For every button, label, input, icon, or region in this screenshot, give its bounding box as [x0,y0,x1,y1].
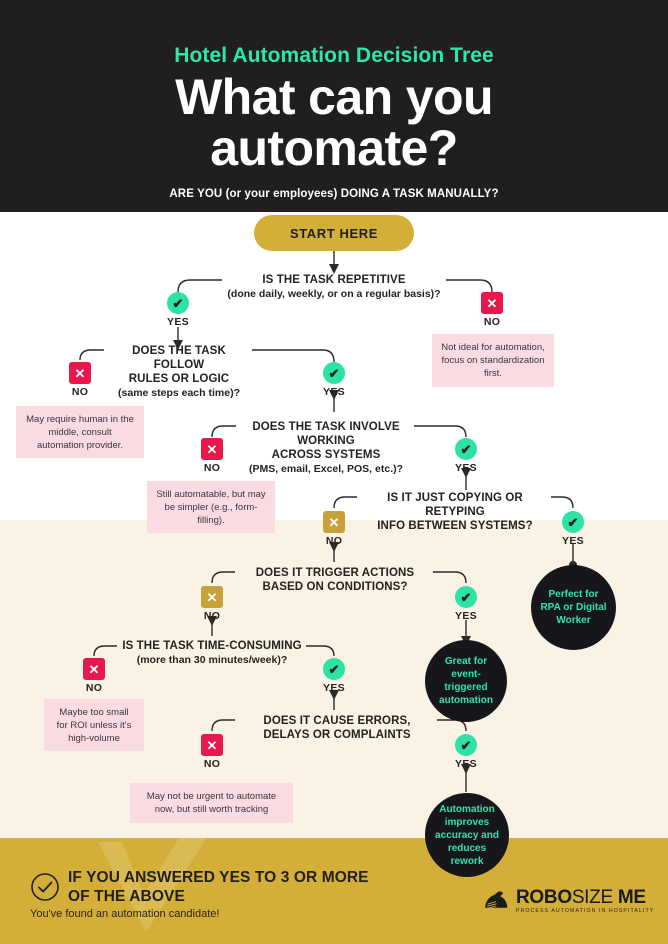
yes-badge-q6: ✔ [323,658,345,680]
page-eyebrow: Hotel Automation Decision Tree [174,44,494,67]
yes-label-q1: YES [167,316,189,328]
no-badge-q4: ✕ [323,511,345,533]
no-badge-q6: ✕ [83,658,105,680]
question-3-main-line-1: DOES THE TASK INVOLVE WORKING [252,421,400,447]
logo-size: SIZE [571,887,613,908]
question-6-sub: (more than 30 minutes/week)? [136,654,288,666]
yes-label-q2: YES [323,386,345,398]
note-human-in-middle: May require human in the middle, consult… [16,406,144,458]
question-6-main: IS THE TASK TIME-CONSUMING [122,640,302,652]
question-4-main-line-1: IS IT JUST COPYING OR RETYPING [387,492,523,518]
headline-line-1: What can you [175,69,493,125]
no-label-q3: NO [203,462,221,474]
headline-line-2: automate? [210,120,458,176]
yes-badge-q7: ✔ [455,734,477,756]
question-7-main-line-2: DELAYS OR COMPLAINTS [263,729,411,741]
logo-tagline: PROCESS AUTOMATION IN HOSPITALITY [516,908,655,914]
logo-wordmark: ROBOSIZE ME [516,888,654,907]
no-label-q7: NO [203,758,221,770]
logo-text-block: ROBOSIZE ME PROCESS AUTOMATION IN HOSPIT… [516,888,654,914]
footer-title: IF YOU ANSWERED YES TO 3 OR MORE OF THE … [68,868,428,906]
note-not-urgent: May not be urgent to automate now, but s… [130,783,293,823]
header-band [0,0,668,212]
footer-check-circle-icon [31,873,59,901]
question-7: DOES IT CAUSE ERRORS, DELAYS OR COMPLAIN… [236,714,438,742]
yes-badge-q1: ✔ [167,292,189,314]
footer-title-line-1: IF YOU ANSWERED YES TO 3 OR MORE [68,869,369,886]
note-still-automatable: Still automatable, but may be simpler (e… [147,481,275,533]
yes-badge-q2: ✔ [323,362,345,384]
logo-robo: ROBO [516,887,572,908]
question-5-main-line-1: DOES IT TRIGGER ACTIONS [255,567,415,579]
yes-label-q6: YES [323,682,345,694]
yes-label-q3: YES [455,462,477,474]
question-3: DOES THE TASK INVOLVE WORKING ACROSS SYS… [237,420,415,476]
question-5: DOES IT TRIGGER ACTIONS BASED ON CONDITI… [236,566,434,594]
no-label-q4: NO [325,535,343,547]
question-4-main-line-2: INFO BETWEEN SYSTEMS? [377,520,533,532]
yes-badge-q3: ✔ [455,438,477,460]
yes-label-q4: YES [562,535,584,547]
question-2-sub: (same steps each time)? [118,387,240,399]
question-6: IS THE TASK TIME-CONSUMING (more than 30… [118,639,306,667]
footer-subtitle: You've found an automation candidate! [30,908,220,920]
outcome-improves-accuracy: Automation improves accuracy and reduces… [425,793,509,877]
yes-label-q5: YES [455,610,477,622]
outcome-event-triggered: Great for event-triggered automation [425,640,507,722]
question-7-main-line-1: DOES IT CAUSE ERRORS, [263,715,411,727]
no-badge-q5: ✕ [201,586,223,608]
question-2-main-line-1: DOES THE TASK FOLLOW [132,345,226,371]
note-not-ideal: Not ideal for automation, focus on stand… [432,334,554,387]
question-1-main: IS THE TASK REPETITIVE [262,274,406,286]
note-too-small-roi: Maybe too small for ROI unless it's high… [44,699,144,751]
footer-title-line-2: OF THE ABOVE [68,888,185,905]
question-1-sub: (done daily, weekly, or on a regular bas… [227,288,441,300]
no-label-q5: NO [203,610,221,622]
no-label-q1: NO [483,316,501,328]
question-2: DOES THE TASK FOLLOW RULES OR LOGIC (sam… [106,344,252,400]
yes-badge-q4: ✔ [562,511,584,533]
no-badge-q1: ✕ [481,292,503,314]
question-2-main-line-2: RULES OR LOGIC [128,373,230,385]
page-subhead: ARE YOU (or your employees) DOING A TASK… [169,188,499,200]
logo-mark-icon [485,891,508,909]
logo-me: ME [612,887,646,908]
outcome-rpa-digital-worker: Perfect for RPA or Digital Worker [531,565,616,650]
question-4: IS IT JUST COPYING OR RETYPING INFO BETW… [358,491,552,533]
start-here-button[interactable]: START HERE [254,215,414,251]
yes-label-q7: YES [455,758,477,770]
footer-band [0,838,668,944]
page-title: What can you automate? [0,72,668,174]
no-label-q2: NO [71,386,89,398]
no-badge-q7: ✕ [201,734,223,756]
no-label-q6: NO [85,682,103,694]
yes-badge-q5: ✔ [455,586,477,608]
question-1: IS THE TASK REPETITIVE (done daily, week… [224,273,444,301]
robosizeme-logo: ROBOSIZE ME PROCESS AUTOMATION IN HOSPIT… [484,888,654,914]
question-3-sub: (PMS, email, Excel, POS, etc.)? [248,463,404,475]
no-badge-q2: ✕ [69,362,91,384]
no-badge-q3: ✕ [201,438,223,460]
question-3-main-line-2: ACROSS SYSTEMS [271,449,381,461]
question-5-main-line-2: BASED ON CONDITIONS? [262,581,408,593]
